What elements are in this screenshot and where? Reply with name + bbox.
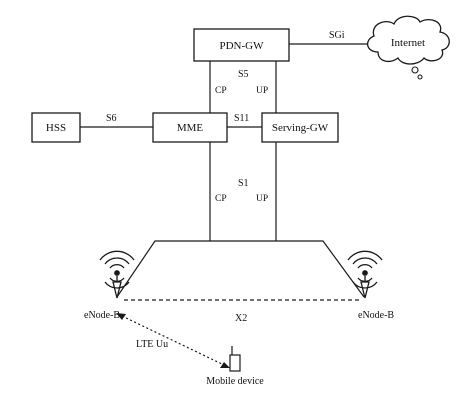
serving-gw-label: Serving-GW bbox=[272, 122, 329, 134]
mme-box: MME bbox=[152, 112, 228, 143]
lte-uu-link bbox=[116, 313, 230, 368]
mme-label: MME bbox=[177, 122, 204, 134]
pdn-gw-label: PDN-GW bbox=[220, 40, 265, 52]
s11-label: S11 bbox=[234, 113, 249, 124]
lte-uu-label: LTE Uu bbox=[136, 339, 168, 350]
mobile-phone-icon bbox=[229, 346, 241, 372]
internet-cloud-icon: Internet bbox=[367, 15, 450, 80]
ran-trapezoid bbox=[116, 240, 365, 298]
antenna-icon bbox=[347, 250, 383, 299]
s6-label: S6 bbox=[106, 113, 117, 124]
enodeb-right-label: eNode-B bbox=[358, 310, 394, 321]
antenna-icon bbox=[99, 250, 135, 299]
s1-up-label: UP bbox=[256, 194, 268, 204]
hss-box: HSS bbox=[31, 112, 81, 143]
enodeb-left-label: eNode-B bbox=[84, 310, 120, 321]
connections bbox=[80, 43, 372, 298]
s5-label: S5 bbox=[238, 69, 249, 80]
internet-label: Internet bbox=[391, 37, 425, 49]
s5-up-label: UP bbox=[256, 86, 268, 96]
hss-label: HSS bbox=[46, 122, 66, 134]
pdn-gw-box: PDN-GW bbox=[193, 28, 290, 62]
s5-cp-label: CP bbox=[215, 86, 227, 96]
serving-gw-box: Serving-GW bbox=[261, 112, 339, 143]
sgi-label: SGi bbox=[329, 30, 345, 41]
s1-label: S1 bbox=[238, 178, 249, 189]
s1-cp-label: CP bbox=[215, 194, 227, 204]
x2-label: X2 bbox=[235, 313, 247, 324]
mobile-device-label: Mobile device bbox=[206, 376, 264, 387]
